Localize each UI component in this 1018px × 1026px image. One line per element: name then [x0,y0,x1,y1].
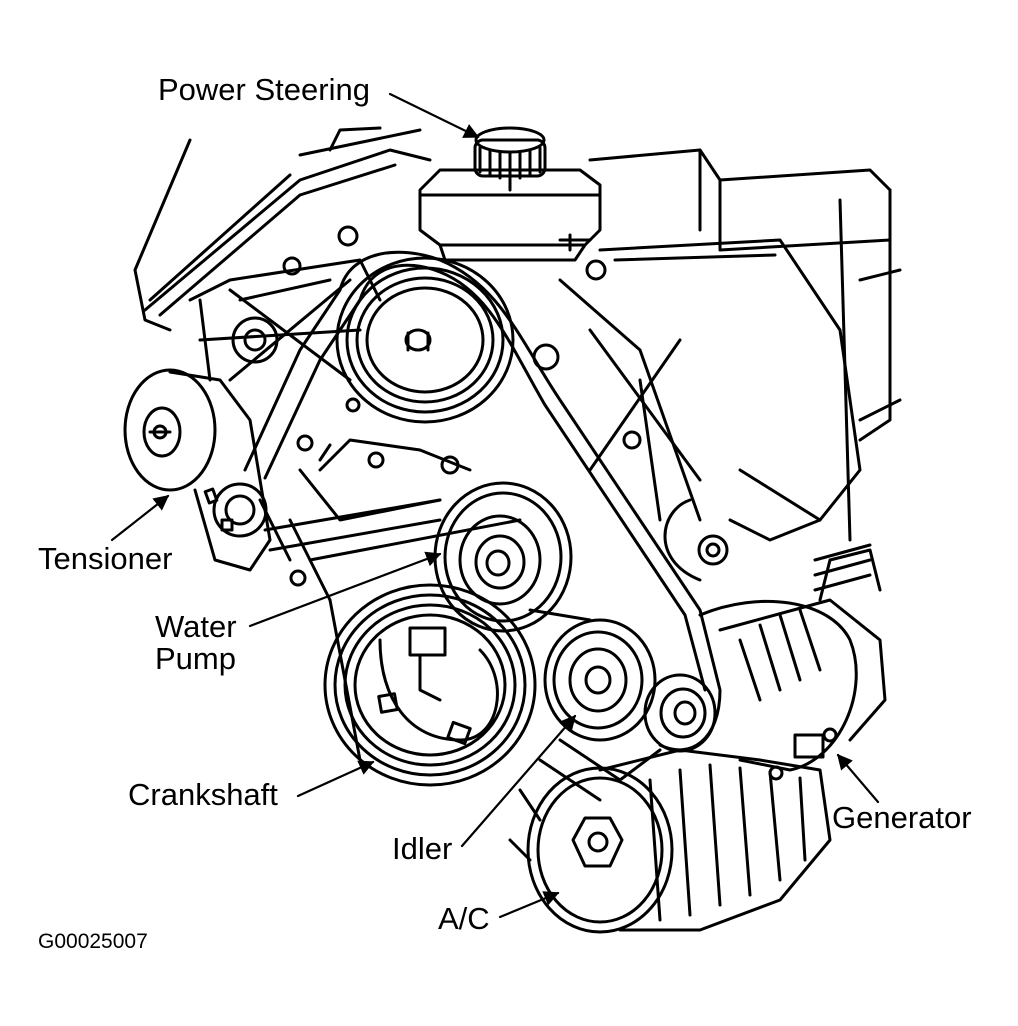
water-pump-pulley [433,481,573,633]
figure-code: G00025007 [38,930,148,953]
left-bracket [188,258,382,382]
leader-lines [110,92,880,919]
tensioner-pulley [123,368,272,572]
serpentine-belt [243,250,722,802]
water-pump-label-line1: Water [155,609,237,644]
water-pump-label-line2: Pump [155,641,236,676]
generator-label: Generator [832,800,972,835]
crankshaft-label: Crankshaft [128,777,278,812]
right-bracket [558,278,729,582]
power-steering-label: Power Steering [158,72,370,107]
idler-label: Idler [392,831,453,866]
ac-label: A/C [438,901,490,936]
engine-block [133,126,902,781]
tensioner-label: Tensioner [38,541,173,576]
idler-pulley [543,618,657,742]
power-steering-reservoir [418,126,602,262]
power-steering-pulley [335,256,515,424]
crankshaft-pulley [323,583,537,787]
generator [643,543,887,772]
